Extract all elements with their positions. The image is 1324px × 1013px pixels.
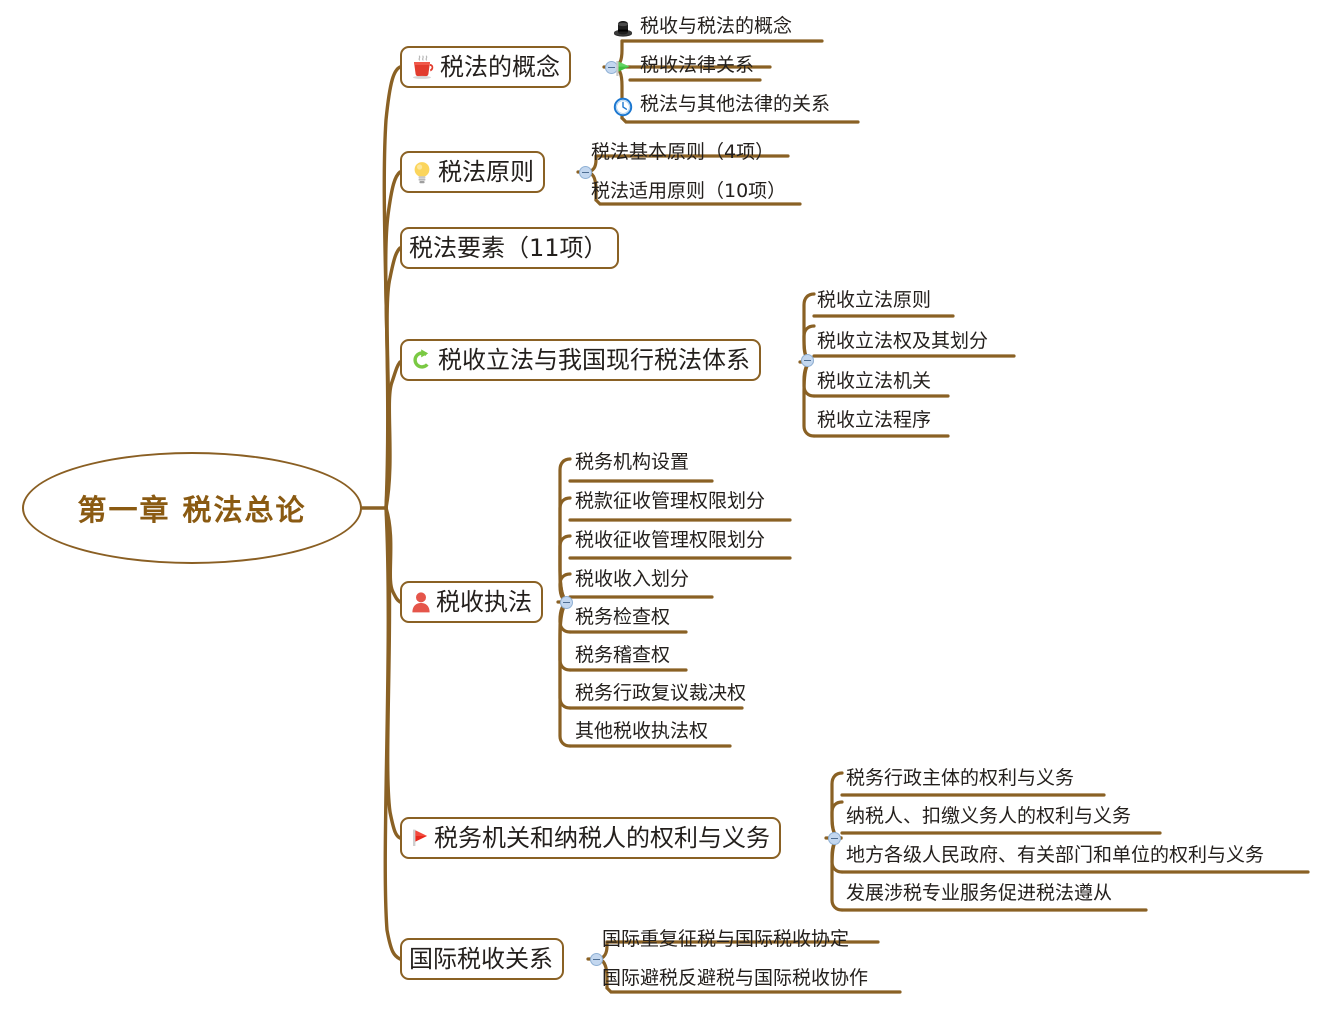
collapse-toggle-international-tax[interactable]: [590, 953, 603, 966]
leaf-label: 税法适用原则（10项）: [591, 180, 787, 202]
branch-label: 税法要素（11项）: [409, 234, 608, 262]
leaf-node[interactable]: 税务行政主体的权利与义务: [843, 767, 1077, 792]
leaf-node[interactable]: 税收立法机关: [814, 370, 934, 395]
top-hat-icon: [612, 18, 634, 40]
branch-node-tax-law-concept[interactable]: 税法的概念: [400, 46, 571, 88]
collapse-toggle-tax-legislation[interactable]: [801, 354, 814, 367]
leaf-label: 税务检查权: [575, 606, 671, 628]
leaf-node[interactable]: 发展涉税专业服务促进税法遵从: [843, 882, 1115, 907]
leaf-node[interactable]: 地方各级人民政府、有关部门和单位的权利与义务: [843, 844, 1267, 869]
collapse-toggle-tax-enforcement[interactable]: [560, 596, 573, 609]
branch-node-international-tax[interactable]: 国际税收关系: [400, 938, 564, 980]
leaf-node[interactable]: 税收收入划分: [572, 568, 692, 593]
green-flag-icon: [612, 57, 634, 79]
branch-label: 税务机关和纳税人的权利与义务: [434, 824, 770, 852]
branch-node-tax-law-principles[interactable]: 税法原则: [400, 151, 545, 193]
branch-label: 税法的概念: [440, 53, 560, 81]
leaf-label: 国际重复征税与国际税收协定: [602, 928, 850, 950]
leaf-node[interactable]: 其他税收执法权: [572, 720, 711, 745]
leaf-node[interactable]: 税收法律关系: [612, 54, 757, 79]
leaf-label: 税款征收管理权限划分: [575, 490, 766, 512]
red-flag-icon: [409, 826, 431, 850]
leaf-node[interactable]: 税收立法权及其划分: [814, 330, 991, 355]
root-label: 第一章 税法总论: [77, 493, 307, 527]
leaf-label: 税收征收管理权限划分: [575, 529, 766, 551]
leaf-label: 税收收入划分: [575, 568, 690, 590]
leaf-node[interactable]: 税务机构设置: [572, 451, 692, 476]
leaf-node[interactable]: 纳税人、扣缴义务人的权利与义务: [843, 805, 1134, 830]
leaf-label: 发展涉税专业服务促进税法遵从: [846, 882, 1113, 904]
leaf-node[interactable]: 税法与其他法律的关系: [612, 93, 833, 118]
leaf-node[interactable]: 税务行政复议裁决权: [572, 682, 749, 707]
person-icon: [409, 589, 433, 615]
leaf-label: 税务行政主体的权利与义务: [846, 767, 1075, 789]
clock-icon: [612, 96, 634, 118]
leaf-node[interactable]: 税收立法程序: [814, 409, 934, 434]
leaf-node[interactable]: 税收与税法的概念: [612, 15, 795, 40]
branch-label: 税收立法与我国现行税法体系: [438, 346, 750, 374]
branch-label: 税法原则: [438, 158, 534, 186]
leaf-node[interactable]: 税收征收管理权限划分: [572, 529, 768, 554]
leaf-node[interactable]: 国际避税反避税与国际税收协作: [599, 967, 871, 992]
branch-label: 国际税收关系: [409, 945, 553, 973]
collapse-toggle-rights-obligations[interactable]: [828, 832, 841, 845]
leaf-label: 税务机构设置: [575, 451, 690, 473]
leaf-label: 税法与其他法律的关系: [640, 93, 831, 115]
leaf-node[interactable]: 税务稽查权: [572, 644, 673, 669]
leaf-node[interactable]: 国际重复征税与国际税收协定: [599, 928, 852, 953]
refresh-icon: [409, 347, 435, 373]
leaf-node[interactable]: 税法基本原则（4项）: [588, 141, 777, 166]
leaf-label: 纳税人、扣缴义务人的权利与义务: [846, 805, 1132, 827]
leaf-label: 地方各级人民政府、有关部门和单位的权利与义务: [846, 844, 1265, 866]
branch-node-tax-law-elements[interactable]: 税法要素（11项）: [400, 227, 619, 269]
leaf-label: 税收立法机关: [817, 370, 932, 392]
light-bulb-icon: [409, 158, 435, 186]
leaf-label: 税务行政复议裁决权: [575, 682, 747, 704]
leaf-label: 国际避税反避税与国际税收协作: [602, 967, 869, 989]
branch-node-rights-obligations[interactable]: 税务机关和纳税人的权利与义务: [400, 817, 781, 859]
root-node[interactable]: 第一章 税法总论: [22, 452, 362, 564]
leaf-label: 税法基本原则（4项）: [591, 141, 775, 163]
leaf-label: 税务稽查权: [575, 644, 671, 666]
branch-node-tax-legislation[interactable]: 税收立法与我国现行税法体系: [400, 339, 761, 381]
leaf-node[interactable]: 税收立法原则: [814, 289, 934, 314]
collapse-toggle-tax-law-principles[interactable]: [579, 166, 592, 179]
leaf-node[interactable]: 税法适用原则（10项）: [588, 180, 789, 205]
leaf-label: 税收立法原则: [817, 289, 932, 311]
leaf-label: 税收法律关系: [640, 54, 755, 76]
coffee-cup-icon: [409, 53, 437, 81]
branch-label: 税收执法: [436, 588, 532, 616]
leaf-node[interactable]: 税款征收管理权限划分: [572, 490, 768, 515]
leaf-node[interactable]: 税务检查权: [572, 606, 673, 631]
leaf-label: 税收立法程序: [817, 409, 932, 431]
branch-node-tax-enforcement[interactable]: 税收执法: [400, 581, 543, 623]
leaf-label: 其他税收执法权: [575, 720, 709, 742]
leaf-label: 税收立法权及其划分: [817, 330, 989, 352]
leaf-label: 税收与税法的概念: [640, 15, 793, 37]
